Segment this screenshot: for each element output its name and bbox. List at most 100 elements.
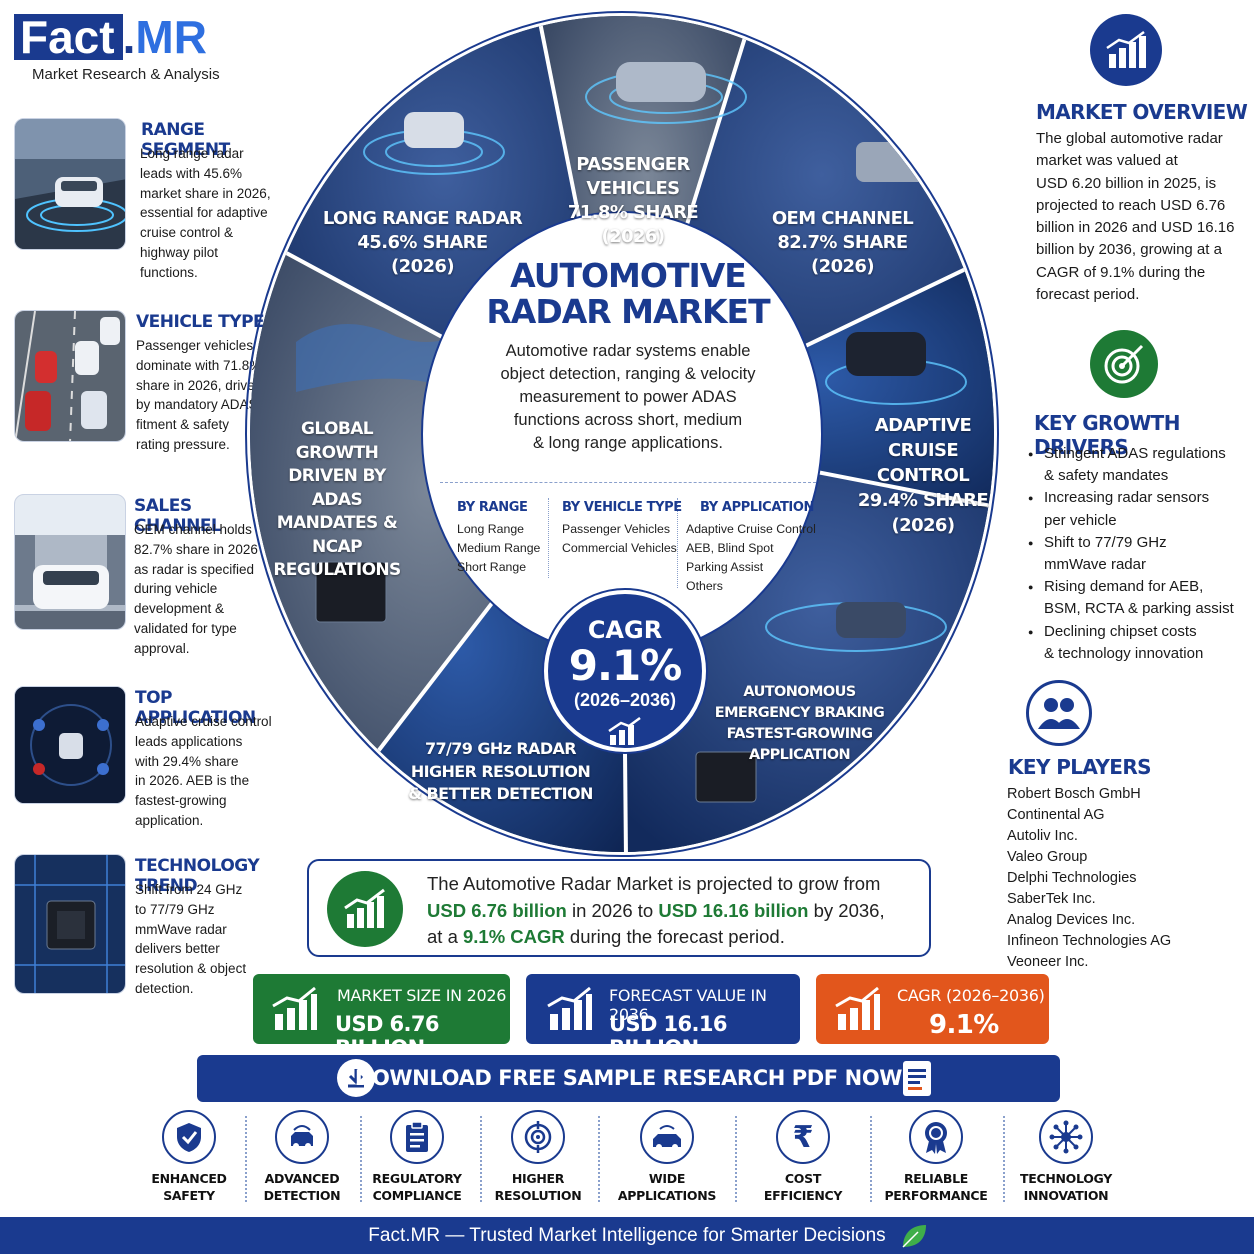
growth-chart-icon xyxy=(272,986,317,1030)
list-item: Continental AG xyxy=(1007,807,1105,823)
car-shape xyxy=(404,112,464,148)
center-divider xyxy=(440,482,816,483)
list-item: Autoliv Inc. xyxy=(1007,828,1078,844)
target-icon xyxy=(1090,330,1158,398)
center-divider xyxy=(548,498,549,578)
growth-chart-icon xyxy=(608,716,641,745)
range-car-image xyxy=(14,118,126,250)
vehicles-highway-image xyxy=(14,310,126,442)
list-item: Robert Bosch GmbH xyxy=(1007,786,1141,802)
car-shape xyxy=(836,602,906,638)
divider xyxy=(360,1116,362,1202)
shield-check-icon xyxy=(162,1110,216,1164)
list-item: Stringent ADAS regulations& safety manda… xyxy=(1028,443,1250,487)
target-icon xyxy=(511,1110,565,1164)
chip-shape xyxy=(315,561,387,623)
users-icon xyxy=(1026,680,1092,746)
list-item: SaberTek Inc. xyxy=(1007,891,1096,907)
segment-wheel xyxy=(245,11,999,857)
download-icon xyxy=(337,1059,375,1097)
dashboard-image xyxy=(14,686,126,804)
divider xyxy=(598,1116,600,1202)
segment-title: RANGE SEGMENT xyxy=(141,120,230,160)
car-shape xyxy=(846,332,926,376)
pdf-document-icon xyxy=(903,1061,931,1096)
segment-title: TECHNOLOGY TREND xyxy=(135,856,260,896)
summary-text: The Automotive Radar Market is projected… xyxy=(427,873,885,947)
overview-title: MARKET OVERVIEW xyxy=(1036,100,1248,124)
chip-image xyxy=(14,854,126,994)
divider xyxy=(1003,1116,1005,1202)
brand-logo[interactable]: Fact.MR Market Research & Analysis xyxy=(14,14,234,83)
list-item: Valeo Group xyxy=(1007,849,1088,865)
divider xyxy=(480,1116,482,1202)
list-item: Delphi Technologies xyxy=(1007,870,1137,886)
leaf-icon xyxy=(902,1225,926,1248)
divider xyxy=(245,1116,247,1202)
list-item: Veoneer Inc. xyxy=(1007,954,1089,970)
growth-chart-icon xyxy=(835,986,880,1030)
download-sample-button[interactable]: DOWNLOAD FREE SAMPLE RESEARCH PDF NOW xyxy=(197,1055,1060,1102)
stat-card-forecast: FORECAST VALUE IN 2036 USD 16.16 BILLION xyxy=(526,974,800,1060)
players-title: KEY PLAYERS xyxy=(1008,755,1152,779)
bar-chart-icon xyxy=(1090,14,1162,86)
stat-card-cagr: CAGR (2026–2036) 9.1% xyxy=(816,974,1049,1044)
chip-shape xyxy=(695,751,757,803)
list-item: Analog Devices Inc. xyxy=(1007,912,1136,928)
growth-chart-icon xyxy=(547,986,592,1030)
segment-title: VEHICLE TYPE xyxy=(136,312,265,332)
drivers-list: Stringent ADAS regulations& safety manda… xyxy=(1028,443,1250,665)
footer-bar: Fact.MR — Trusted Market Intelligence fo… xyxy=(0,1217,1254,1254)
segment-title: TOP APPLICATION xyxy=(135,688,256,728)
car-shape xyxy=(616,62,706,102)
stat-card-market-size: MARKET SIZE IN 2026 USD 6.76 BILLION xyxy=(253,974,510,1060)
car-shape xyxy=(856,142,936,182)
car-signal-icon xyxy=(640,1110,694,1164)
segment-title: SALES CHANNEL xyxy=(134,496,222,536)
clipboard-icon xyxy=(390,1110,444,1164)
players-list: Robert Bosch GmbH Continental AG Autoliv… xyxy=(1007,784,1171,973)
list-item: Rising demand for AEB,BSM, RCTA & parkin… xyxy=(1028,576,1250,620)
medal-icon xyxy=(909,1110,963,1164)
cagr-badge: CAGR 9.1% (2026–2036) xyxy=(544,590,706,752)
logo-wordmark: Fact.MR xyxy=(14,14,234,60)
center-divider xyxy=(677,498,678,588)
network-icon xyxy=(1039,1110,1093,1164)
footer-text: Fact.MR — Trusted Market Intelligence fo… xyxy=(368,1225,886,1246)
list-item: Declining chipset costs& technology inno… xyxy=(1028,621,1250,665)
rupee-icon: ₹ xyxy=(776,1110,830,1164)
divider xyxy=(735,1116,737,1202)
logo-tagline: Market Research & Analysis xyxy=(32,66,220,83)
